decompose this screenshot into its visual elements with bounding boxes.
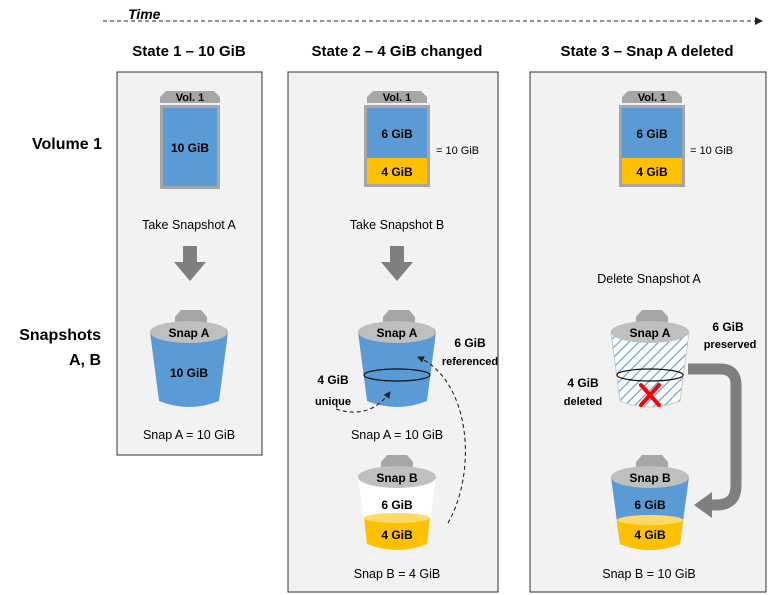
state-2-action: Take Snapshot B: [350, 218, 445, 232]
timeline: Time: [103, 6, 763, 25]
snap-b-label: Snap B: [629, 471, 671, 485]
row-label-volume: Volume 1: [32, 136, 102, 153]
preserved-value: 6 GiB: [712, 320, 744, 334]
state-2-down-arrow: [381, 246, 413, 281]
bucket-cap: [381, 455, 413, 468]
snap-b-top-label: 6 GiB: [634, 498, 666, 512]
bucket-fill-4gib: [617, 520, 683, 550]
state-1-caption: Snap A = 10 GiB: [143, 428, 235, 442]
referenced-value: 6 GiB: [454, 336, 486, 350]
state-3-snap-b-caption: Snap B = 10 GiB: [602, 567, 695, 581]
unique-value: 4 GiB: [317, 373, 349, 387]
state-2-volume-total: = 10 GiB: [436, 145, 479, 157]
snap-a-value: 10 GiB: [170, 366, 208, 380]
snap-a-label: Snap A: [630, 326, 671, 340]
state-3-snapshot-b: Snap B 6 GiB 4 GiB: [611, 455, 689, 550]
unique-label: unique: [315, 396, 351, 408]
bucket-rim: [611, 321, 689, 343]
bucket-cap: [636, 310, 668, 323]
row-label-snapshots-2: A, B: [69, 352, 101, 369]
deleted-value: 4 GiB: [567, 376, 599, 390]
volume-label: Vol. 1: [383, 92, 412, 104]
state-1-title: State 1 – 10 GiB: [132, 43, 246, 60]
deleted-label: deleted: [564, 396, 603, 408]
state-3-action: Delete Snapshot A: [597, 272, 701, 286]
snap-a-label: Snap A: [169, 326, 210, 340]
volume-block-label: 10 GiB: [171, 141, 209, 155]
bucket-cap: [175, 310, 207, 323]
state-3-title: State 3 – Snap A deleted: [560, 43, 733, 60]
bucket-rim: [358, 466, 436, 488]
state-2-title: State 2 – 4 GiB changed: [312, 43, 483, 60]
snap-a-label: Snap A: [377, 326, 418, 340]
state-2-snap-b-caption: Snap B = 4 GiB: [354, 567, 441, 581]
unique-boundary-ring: [363, 368, 431, 382]
snap-b-top-label: 6 GiB: [381, 498, 413, 512]
state-2-volume: Vol. 1 6 GiB 4 GiB: [364, 91, 430, 187]
volume-top-label: 6 GiB: [636, 127, 668, 141]
referenced-pointer: [417, 356, 466, 524]
state-3-volume: Vol. 1 6 GiB 4 GiB: [619, 91, 685, 187]
volume-block-10gib: [163, 108, 217, 186]
snap-b-bottom-label: 4 GiB: [634, 528, 666, 542]
state-1-down-arrow: [174, 246, 206, 281]
volume-block-4gib: [367, 158, 427, 184]
referenced-label: referenced: [442, 356, 498, 368]
state-3-volume-total: = 10 GiB: [690, 145, 733, 157]
bucket-body: [150, 332, 228, 407]
deleted-boundary-ring: [616, 368, 684, 382]
state-1-snapshot-a: Snap A 10 GiB: [150, 310, 228, 407]
timeline-label: Time: [128, 6, 161, 22]
unique-pointer: [335, 391, 391, 413]
preserve-transfer-arrow: [688, 363, 742, 518]
state-2-snapshot-b: Snap B 6 GiB 4 GiB: [358, 455, 436, 550]
state-1-volume: Vol. 1 10 GiB: [160, 91, 220, 189]
volume-block-6gib: [367, 108, 427, 158]
snap-b-label: Snap B: [376, 471, 418, 485]
volume-block-6gib: [622, 108, 682, 158]
bucket-rim: [611, 466, 689, 488]
state-1-action: Take Snapshot A: [142, 218, 236, 232]
volume-cap: [622, 91, 682, 103]
bucket-rim: [150, 321, 228, 343]
bucket-rim: [358, 321, 436, 343]
volume-bottom-label: 4 GiB: [636, 165, 668, 179]
state-2-snap-a-caption: Snap A = 10 GiB: [351, 428, 443, 442]
state-3-snapshot-a-deleted: Snap A: [610, 310, 690, 408]
volume-top-label: 6 GiB: [381, 127, 413, 141]
row-label-snapshots-1: Snapshots: [19, 327, 101, 344]
volume-block-4gib: [622, 158, 682, 184]
bucket-cap: [636, 455, 668, 468]
bucket-fill-4gib: [364, 518, 430, 550]
bucket-fill-surface: [364, 513, 430, 523]
bucket-cap: [383, 310, 415, 323]
volume-bottom-label: 4 GiB: [381, 165, 413, 179]
delete-x-icon: [639, 383, 661, 407]
bucket-fill-surface: [617, 515, 683, 525]
preserved-label: preserved: [704, 339, 757, 351]
volume-label: Vol. 1: [176, 92, 205, 104]
volume-cap: [160, 91, 220, 103]
volume-label: Vol. 1: [638, 92, 667, 104]
volume-cap: [367, 91, 427, 103]
state-2-snapshot-a: Snap A: [358, 310, 436, 407]
snap-b-bottom-label: 4 GiB: [381, 528, 413, 542]
